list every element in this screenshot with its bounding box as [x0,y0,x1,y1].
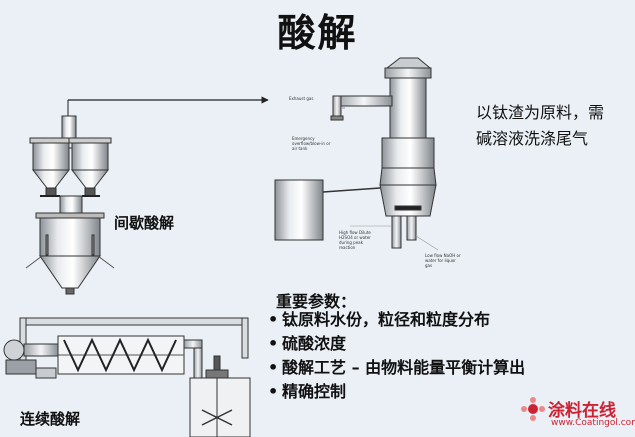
param-text: 钛原料水份，粒径和粒度分布 [282,310,491,329]
feed-note: 以钛渣为原料，需 碱溶液洗涤尾气 [476,100,631,152]
params-heading: 重要参数： [276,292,357,311]
watermark-logo-icon [521,397,545,421]
param-item: •硫酸浓度 [268,334,347,353]
batch-digester [25,96,269,295]
note-line-1: 以钛渣为原料，需 [476,103,605,122]
acid-reactor [274,57,439,251]
params-list: •钛原料水份，粒径和粒度分布 •硫酸浓度 •酸解工艺 – 由物料能量平衡计算出 … [268,308,525,404]
param-text: 酸解工艺 – 由物料能量平衡计算出 [282,358,526,377]
param-text: 精确控制 [282,382,347,401]
param-text: 硫酸浓度 [282,334,347,353]
continuous-digester [3,317,251,437]
watermark-url: www.Coatingol.com [551,418,635,428]
param-item: •酸解工艺 – 由物料能量平衡计算出 [268,358,526,377]
note-line-2: 碱溶液洗涤尾气 [476,129,589,148]
batch-digestion-label: 间歇酸解 [114,214,175,232]
emergency-label: Emergency overflow/blow-in or air tank [292,136,331,151]
continuous-digestion-label: 连续酸解 [20,410,81,428]
naoh-label: Low flow NaOH or water for liquor gas [425,253,461,268]
param-item: •钛原料水份，粒径和粒度分布 [268,310,491,329]
watermark-text: 涂料在线 [548,401,616,421]
page-title: 酸解 [277,11,358,55]
dilute-acid-label: High flow Dilute H2SO4 or water during p… [339,230,371,250]
param-item: •精确控制 [268,382,347,401]
exhaust-gas-label: Exhaust gas [289,96,314,101]
